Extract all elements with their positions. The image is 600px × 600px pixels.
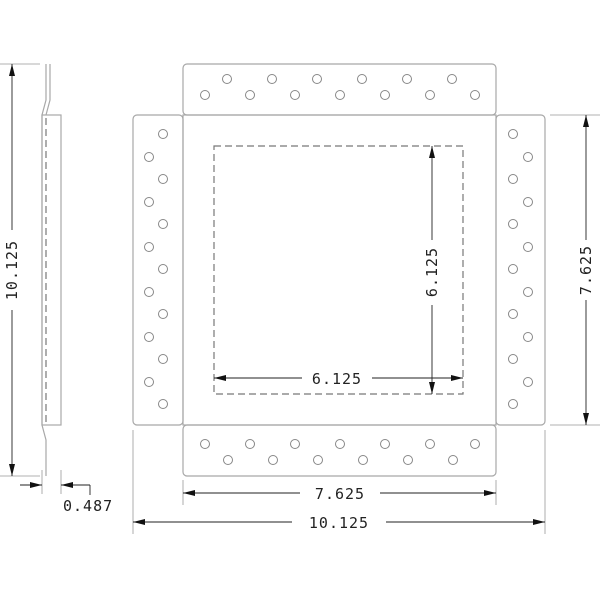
- mounting-hole: [523, 332, 533, 342]
- overall-width-label: 10.125: [309, 514, 369, 532]
- dimension-opening-width: 6.125: [214, 370, 463, 388]
- mounting-hole: [223, 455, 233, 465]
- mounting-hole: [380, 90, 390, 100]
- mounting-hole: [290, 439, 300, 449]
- mounting-hole: [523, 197, 533, 207]
- mounting-hole: [158, 399, 168, 409]
- mounting-hole: [245, 439, 255, 449]
- flange-width-label: 7.625: [315, 485, 365, 503]
- center-panel: [182, 114, 497, 426]
- mounting-hole: [158, 174, 168, 184]
- mounting-hole: [523, 377, 533, 387]
- left-flange: [132, 114, 184, 426]
- mounting-hole: [222, 74, 232, 84]
- mounting-hole: [245, 90, 255, 100]
- mounting-hole: [313, 455, 323, 465]
- mounting-hole: [508, 309, 518, 319]
- mounting-hole: [290, 90, 300, 100]
- front-view: [132, 63, 546, 477]
- dimension-flange-height: 7.625: [550, 114, 600, 426]
- mounting-hole: [144, 197, 154, 207]
- opening-width-label: 6.125: [312, 370, 362, 388]
- mounting-hole: [144, 152, 154, 162]
- mounting-hole: [425, 439, 435, 449]
- mounting-hole: [508, 354, 518, 364]
- mounting-hole: [523, 152, 533, 162]
- overall-height-label: 10.125: [3, 240, 21, 300]
- mounting-hole: [144, 332, 154, 342]
- mounting-hole: [380, 439, 390, 449]
- dimension-opening-height: 6.125: [423, 146, 441, 394]
- dimension-overall-height: 10.125: [0, 63, 40, 477]
- mounting-hole: [508, 129, 518, 139]
- mounting-hole: [447, 74, 457, 84]
- right-flange: [495, 114, 546, 426]
- bottom-flange: [182, 424, 497, 477]
- mounting-hole: [508, 399, 518, 409]
- side-profile-view: [41, 64, 62, 476]
- mounting-hole: [200, 439, 210, 449]
- mounting-hole: [158, 264, 168, 274]
- mounting-hole: [523, 287, 533, 297]
- dimension-flange-width: 7.625: [182, 480, 497, 505]
- mounting-hole: [144, 242, 154, 252]
- mounting-hole: [523, 242, 533, 252]
- mounting-hole: [158, 219, 168, 229]
- mounting-hole: [200, 90, 210, 100]
- mounting-hole: [158, 309, 168, 319]
- thickness-label: 0.487: [63, 497, 113, 515]
- mounting-hole: [158, 354, 168, 364]
- mounting-holes: [144, 74, 533, 465]
- dimension-thickness: 0.487: [20, 470, 113, 515]
- mounting-hole: [470, 439, 480, 449]
- mounting-hole: [144, 287, 154, 297]
- mounting-hole: [358, 455, 368, 465]
- dimension-overall-width: 10.125: [132, 430, 546, 534]
- mounting-hole: [158, 129, 168, 139]
- mounting-hole: [508, 174, 518, 184]
- mounting-hole: [508, 219, 518, 229]
- mounting-hole: [267, 74, 277, 84]
- mounting-hole: [448, 455, 458, 465]
- mounting-hole: [268, 455, 278, 465]
- opening-height-label: 6.125: [423, 247, 441, 297]
- mounting-hole: [402, 74, 412, 84]
- mounting-hole: [357, 74, 367, 84]
- opening-outline: [213, 145, 464, 395]
- mounting-hole: [335, 90, 345, 100]
- mounting-hole: [470, 90, 480, 100]
- top-flange: [182, 63, 497, 116]
- flange-height-label: 7.625: [577, 245, 595, 295]
- mounting-hole: [335, 439, 345, 449]
- mounting-hole: [425, 90, 435, 100]
- mounting-hole: [144, 377, 154, 387]
- mounting-hole: [508, 264, 518, 274]
- mounting-hole: [312, 74, 322, 84]
- mounting-hole: [403, 455, 413, 465]
